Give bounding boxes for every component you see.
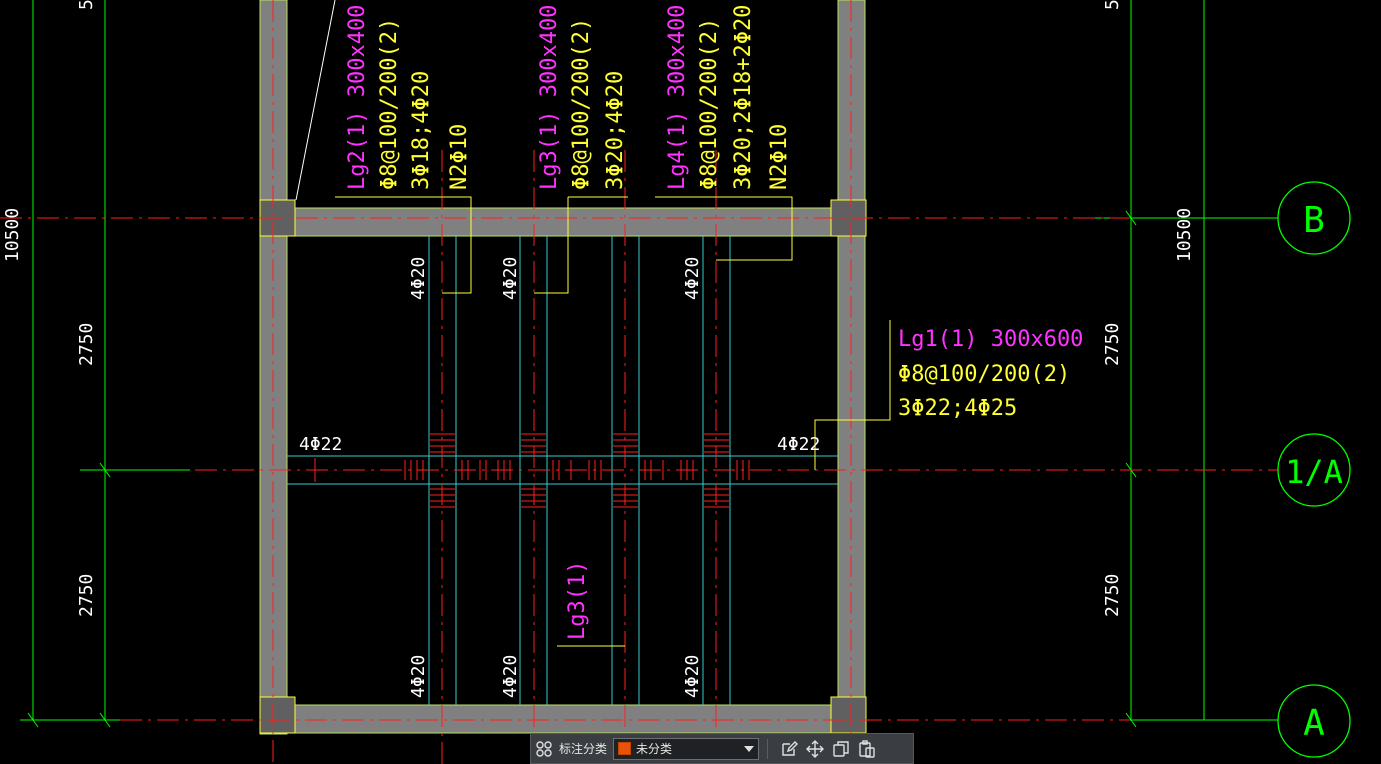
dim-right-lower: 2750 [1102, 574, 1123, 617]
lg4-stirrup: Φ8@100/200(2) [697, 18, 722, 190]
rebar-mid-left: 4Φ22 [299, 434, 342, 455]
edit-icon[interactable] [776, 736, 802, 762]
rebar-labels: 4Φ20 4Φ20 4Φ20 4Φ20 4Φ20 4Φ20 4Φ22 4Φ22 [299, 257, 820, 698]
lg3-name: Lg3(1) 300x400 [537, 5, 562, 190]
lg2-name: Lg2(1) 300x400 [345, 5, 370, 190]
hanger-marks [314, 433, 750, 508]
frame-beams [259, 0, 866, 735]
lg3-lower-name: Lg3(1) [565, 561, 590, 640]
beam-annotation-lg2[interactable]: Lg2(1) 300x400 Φ8@100/200(2) 3Φ18;4Φ20 N… [345, 5, 472, 190]
dim-right-total: 10500 [1174, 208, 1195, 262]
axis-lines [0, 0, 1278, 764]
move-icon[interactable] [802, 736, 828, 762]
chevron-down-icon [744, 742, 755, 756]
rebar-bot-1: 4Φ20 [408, 655, 429, 698]
lg2-stirrup: Φ8@100/200(2) [377, 18, 402, 190]
dimension-texts: 5 10500 2750 2750 5 10500 2750 2750 [2, 0, 1195, 617]
lg1-stirrup: Φ8@100/200(2) [898, 362, 1070, 387]
category-value: 未分类 [636, 742, 673, 756]
beam-annotation-lg3-lower[interactable]: Lg3(1) [565, 561, 590, 640]
annotation-toolbar: 标注分类 未分类 [530, 733, 914, 764]
lg2-side: N2Φ10 [447, 124, 472, 190]
lg3-stirrup: Φ8@100/200(2) [569, 18, 594, 190]
rebar-bot-2: 4Φ20 [500, 655, 521, 698]
toolbar-divider [767, 738, 769, 759]
dim-left-total: 10500 [2, 208, 23, 262]
axis-label-1a: 1/A [1285, 453, 1343, 491]
axis-bubble-a[interactable]: A [1204, 684, 1351, 758]
dim-left-lower: 2750 [76, 574, 97, 617]
columns [259, 199, 867, 734]
leader-lines [295, 0, 336, 201]
dim-left-upper: 2750 [76, 323, 97, 366]
rebar-top-1: 4Φ20 [408, 257, 429, 300]
paste-icon[interactable] [854, 736, 880, 762]
axis-bubble-1a[interactable]: 1/A [1277, 433, 1351, 507]
axis-label-a: A [1303, 703, 1325, 744]
rebar-top-3: 4Φ20 [682, 257, 703, 300]
left-dimension-lines [20, 0, 190, 728]
lg1-bars: 3Φ22;4Φ25 [898, 396, 1017, 421]
beam-annotation-lg1[interactable]: Lg1(1) 300x600 Φ8@100/200(2) 3Φ22;4Φ25 [898, 327, 1083, 421]
beam-annotation-lg4[interactable]: Lg4(1) 300x400 Φ8@100/200(2) 3Φ20;2Φ18+2… [665, 5, 792, 190]
rebar-bot-3: 4Φ20 [682, 655, 703, 698]
category-color-swatch [618, 742, 632, 755]
grid-icon[interactable] [531, 736, 557, 762]
dim-left-top: 5 [76, 0, 97, 10]
lg1-name: Lg1(1) 300x600 [898, 327, 1083, 352]
annotation-leaders [335, 196, 891, 647]
category-select[interactable]: 未分类 [613, 737, 760, 760]
rebar-mid-right: 4Φ22 [777, 434, 820, 455]
dim-right-upper: 2750 [1102, 323, 1123, 366]
rebar-top-2: 4Φ20 [500, 257, 521, 300]
axis-bubble-b[interactable]: B [1204, 181, 1351, 255]
lg4-bars: 3Φ20;2Φ18+2Φ20 [731, 5, 756, 190]
dim-right-top: 5 [1102, 0, 1123, 10]
category-label: 标注分类 [559, 742, 608, 756]
lg3-bars: 3Φ20;4Φ20 [603, 71, 628, 190]
lg4-name: Lg4(1) 300x400 [665, 5, 690, 190]
copy-icon[interactable] [828, 736, 854, 762]
lg2-bars: 3Φ18;4Φ20 [409, 71, 434, 190]
beam-annotation-lg3[interactable]: Lg3(1) 300x400 Φ8@100/200(2) 3Φ20;4Φ20 [537, 5, 628, 190]
axis-label-b: B [1303, 200, 1325, 241]
lg4-side: N2Φ10 [767, 124, 792, 190]
